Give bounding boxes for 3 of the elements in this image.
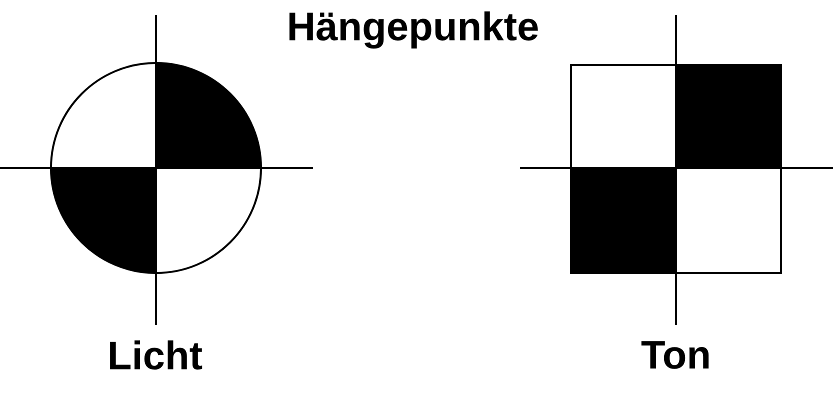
title: Hängepunkte xyxy=(289,11,538,49)
symbol-label: Licht xyxy=(110,340,202,370)
symbol-label: Ton xyxy=(641,341,709,369)
